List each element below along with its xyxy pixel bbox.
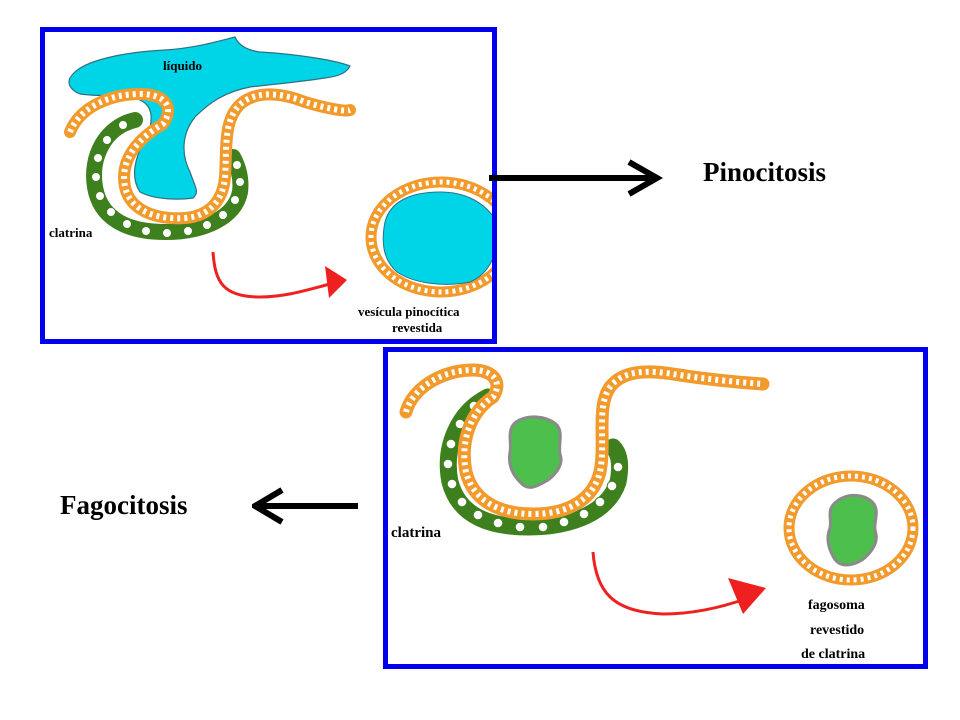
clathrin-dots <box>91 120 245 238</box>
phagosome-particle <box>826 494 878 567</box>
liquid-label: líquido <box>163 58 202 73</box>
clathrin-dots <box>442 400 624 533</box>
liquid-shape <box>68 36 351 200</box>
phagocytosis-title: Fagocitosis <box>60 490 188 520</box>
pinocytosis-title: Pinocitosis <box>703 157 827 187</box>
transport-arrow <box>591 551 749 616</box>
phagocytosis-illustration: clatrina fagosoma revestido de clatrina <box>391 363 919 662</box>
transport-arrow-head <box>325 266 347 298</box>
plasma-membrane-stripes <box>403 366 764 518</box>
transport-arrow-head <box>728 578 766 614</box>
pinocytosis-illustration: líquido clatrina vesícula pinocítica rev… <box>49 36 492 335</box>
pinocytosis-panel: líquido clatrina vesícula pinocítica rev… <box>40 27 497 344</box>
transport-arrow <box>211 251 331 299</box>
particle <box>508 415 563 489</box>
vesicle-liquid <box>382 191 492 285</box>
clathrin-label: clatrina <box>49 225 93 240</box>
plasma-membrane <box>64 87 356 225</box>
plasma-membrane-stripes <box>67 90 352 222</box>
vesicle-label-line1: vesícula pinocítica <box>358 304 460 319</box>
phagocytosis-panel: clatrina fagosoma revestido de clatrina <box>383 347 928 669</box>
right-pointer-arrow <box>489 159 664 197</box>
vesicle-label-line2: revestida <box>392 320 443 335</box>
left-pointer-arrow <box>252 487 358 525</box>
vesicle-coat-stripes <box>368 179 492 295</box>
phagosome-coat-stripes <box>786 473 916 583</box>
clathrin-label: clatrina <box>391 525 441 541</box>
phagosome-label-line3: de clatrina <box>801 647 865 662</box>
phagosome-label-line2: revestido <box>810 623 864 638</box>
phagosome-label-line1: fagosoma <box>808 598 865 613</box>
